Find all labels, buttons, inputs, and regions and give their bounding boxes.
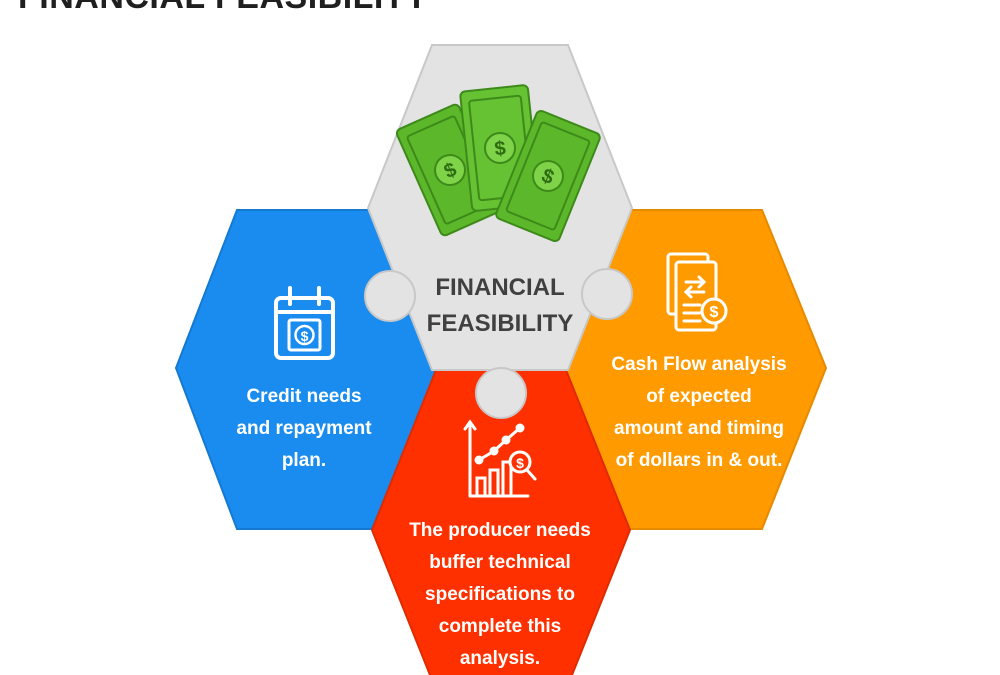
producer-text-line: complete this [438,616,562,637]
cash-flow-text-line: of expected [646,386,752,407]
producer-text: The producer needs buffer technical spec… [408,515,592,675]
svg-text:$: $ [516,455,524,471]
producer-text-line: buffer technical [429,552,571,573]
credit-text-line: plan. [281,450,327,471]
credit-text-line: Credit needs [246,386,362,407]
money-icon: $ $ $ [395,84,601,243]
svg-text:$: $ [710,304,719,321]
page-title: FINANCIAL FEASIBILITY [18,0,428,17]
left-puzzle-knob [364,270,416,322]
producer-text-line: specifications to [425,584,575,605]
producer-text-line: The producer needs [409,520,591,541]
center-title: FINANCIAL FEASIBILITY [410,270,590,342]
cash-flow-text: Cash Flow analysis of expected amount an… [606,349,792,477]
credit-text: Credit needs and repayment plan. [214,381,394,477]
credit-text-line: and repayment [236,418,372,439]
cash-flow-text-line: amount and timing [614,418,784,439]
right-puzzle-knob [581,268,633,320]
svg-text:$: $ [301,328,309,344]
center-title-line: FEASIBILITY [426,310,574,337]
producer-text-line: analysis. [459,648,541,669]
calendar-dollar-icon: $ [274,286,335,360]
center-title-line: FINANCIAL [435,274,565,301]
cash-flow-document-icon: $ [666,252,728,332]
cash-flow-text-line: Cash Flow analysis [611,354,787,375]
growth-chart-analysis-icon: $ [463,419,537,498]
bottom-puzzle-knob [475,367,527,419]
svg-text:$: $ [493,137,506,160]
cash-flow-text-line: of dollars in & out. [615,450,783,471]
